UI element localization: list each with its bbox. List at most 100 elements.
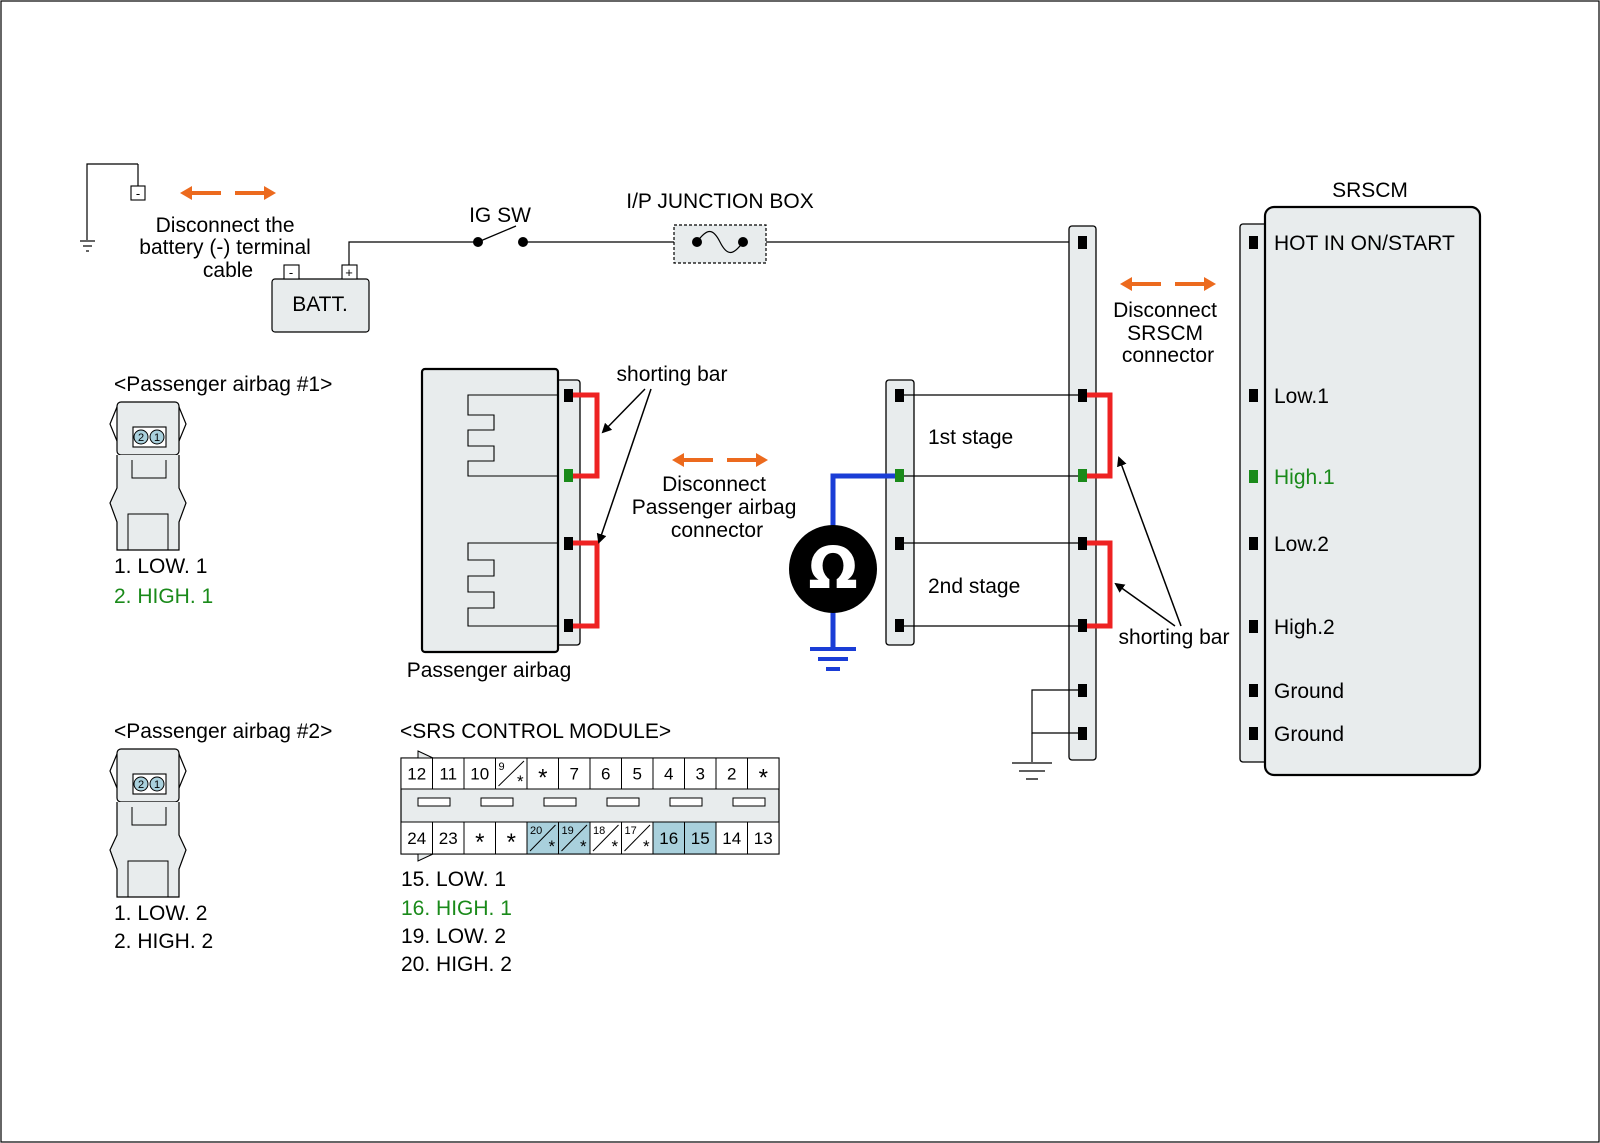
- srs-connector-cell-star: *: [549, 837, 556, 856]
- srscm-terminal: [1249, 236, 1258, 249]
- srs-connector-cell-number: 6: [601, 765, 610, 784]
- srscm-terminal: [1249, 537, 1258, 550]
- srs-connector-cell-number: 13: [754, 829, 773, 848]
- srs-connector-cell: [747, 821, 780, 855]
- srscm-terminal: [1249, 727, 1258, 740]
- srs-connector-cell-star: *: [517, 772, 524, 791]
- srs-connector-cell-number: 20: [530, 825, 542, 837]
- pa1-pin-2: 2. HIGH. 1: [114, 585, 213, 608]
- srs-pin-16: 16. HIGH. 1: [401, 897, 512, 920]
- srs-connector-cell: [432, 821, 465, 855]
- disconnect-airbag-arrows: [672, 453, 768, 467]
- srs-connector-cell-number: 5: [633, 765, 642, 784]
- srs-pin-15: 15. LOW. 1: [401, 868, 506, 891]
- disconnect-srscm-label: Disconnect SRSCM connector: [1113, 299, 1223, 367]
- srscm-pin-label: Ground: [1274, 723, 1344, 746]
- disconnect-airbag-label: Disconnect Passenger airbag connector: [632, 473, 802, 542]
- srs-connector-cell: [495, 821, 528, 855]
- disconnect-battery-label: Disconnect the battery (-) terminal cabl…: [139, 214, 316, 282]
- pa2-pin-1-number: 1: [154, 779, 160, 791]
- srs-connector-cell-number: 10: [470, 765, 489, 784]
- srscm-pin-label: HOT IN ON/START: [1274, 232, 1455, 255]
- srs-connector-cell-number: 12: [407, 765, 426, 784]
- srs-connector-cell-star: *: [475, 829, 484, 856]
- battery-minus: -: [289, 265, 293, 280]
- srs-connector-cell-number: 11: [439, 765, 457, 784]
- srs-connector-cell-star: *: [643, 837, 650, 856]
- pa2-connector-face: 2 1: [109, 748, 187, 898]
- srs-connector-cell: [400, 821, 433, 855]
- srs-connector-cell: [526, 757, 559, 790]
- srs-connector-cell-star: *: [507, 829, 516, 856]
- srscm-terminal: [1249, 389, 1258, 402]
- srs-connector-cell-star: *: [759, 765, 768, 792]
- pa2-pin-2: 2. HIGH. 2: [114, 930, 213, 953]
- disconnect-battery-arrows: [180, 186, 276, 200]
- srs-connector-cell-number: 3: [696, 765, 705, 784]
- srs-connector-cell-number: 24: [407, 829, 426, 848]
- srs-connector-cell: [621, 757, 654, 790]
- srs-connector-cell: [463, 757, 496, 790]
- ip-junction-box-label: I/P JUNCTION BOX: [626, 190, 813, 213]
- pa1-pin-1: 1. LOW. 1: [114, 555, 207, 578]
- srs-connector-cell-number: 9: [499, 761, 505, 773]
- srs-connector-cell: [589, 757, 622, 790]
- airbag-shorting-bar-1: [573, 392, 600, 479]
- srs-connector-cell-star: *: [612, 837, 619, 856]
- shorting-bar-top-label: shorting bar: [617, 363, 728, 386]
- battery-ground: -: [80, 163, 146, 252]
- srs-connector-cell: [684, 757, 717, 790]
- srs-connector-cell: [558, 757, 591, 790]
- srs-pin-19: 19. LOW. 2: [401, 925, 506, 948]
- second-stage-label: 2nd stage: [928, 575, 1020, 598]
- srs-connector-cell: [747, 757, 780, 790]
- srs-connector-cell: [432, 757, 465, 790]
- ip-junction-box: I/P JUNCTION BOX: [626, 190, 814, 264]
- test-connector: [885, 379, 915, 646]
- srscm-pin-label: High.1: [1274, 466, 1335, 489]
- passenger-airbag-label: Passenger airbag: [407, 659, 572, 682]
- pa1-pin-1-number: 1: [154, 432, 160, 444]
- srs-connector-cell-star: *: [538, 765, 547, 792]
- pa1-pin-2-number: 2: [138, 432, 144, 444]
- srs-connector-cell-number: 14: [722, 829, 741, 848]
- pa2-pin-2-number: 2: [138, 779, 144, 791]
- srs-connector-cell-number: 18: [593, 825, 605, 837]
- srscm-terminal: [1249, 470, 1258, 483]
- srscm-terminal: [1249, 684, 1258, 697]
- ground-terminal-minus: -: [136, 186, 140, 201]
- srscm-pin-list: HOT IN ON/STARTLow.1High.1Low.2High.2Gro…: [1249, 232, 1455, 746]
- pa2-pin-1: 1. LOW. 2: [114, 902, 207, 925]
- pa2-title: <Passenger airbag #2>: [114, 720, 332, 743]
- srs-connector-cell: [463, 821, 496, 855]
- harness-shorting-bar-2: [1087, 540, 1113, 629]
- battery-plus: +: [345, 265, 353, 280]
- harness-shorting-bar-1: [1087, 392, 1113, 479]
- srs-module-title: <SRS CONTROL MODULE>: [400, 720, 671, 743]
- disconnect-srscm-arrows: [1120, 277, 1216, 291]
- first-stage-label: 1st stage: [928, 426, 1013, 449]
- srs-connector-cell-number: 7: [570, 765, 579, 784]
- srscm-pin-label: Low.2: [1274, 533, 1329, 556]
- srs-connector-cell-star: *: [580, 837, 587, 856]
- srs-connector-cell-number: 4: [664, 765, 673, 784]
- srs-connector-cell: [715, 757, 748, 790]
- srscm-terminal: [1249, 620, 1258, 633]
- srs-connector-cell: [684, 821, 717, 855]
- shorting-bar-right-label: shorting bar: [1119, 626, 1230, 649]
- ohmmeter: Ω: [789, 473, 895, 671]
- battery: - + BATT.: [271, 264, 370, 333]
- ohm-symbol: Ω: [808, 534, 857, 602]
- srs-connector-cell-number: 15: [691, 829, 710, 848]
- srs-connector-cell-number: 19: [562, 825, 574, 837]
- harness-connector: [1068, 225, 1097, 761]
- pa1-connector-face: 2 1: [109, 401, 187, 551]
- srs-connector-cell-number: 16: [659, 829, 678, 848]
- ig-sw-label: IG SW: [469, 204, 531, 227]
- srscm-title: SRSCM: [1332, 179, 1408, 202]
- srs-connector-cell-number: 17: [625, 825, 637, 837]
- pa1-title: <Passenger airbag #1>: [114, 373, 332, 396]
